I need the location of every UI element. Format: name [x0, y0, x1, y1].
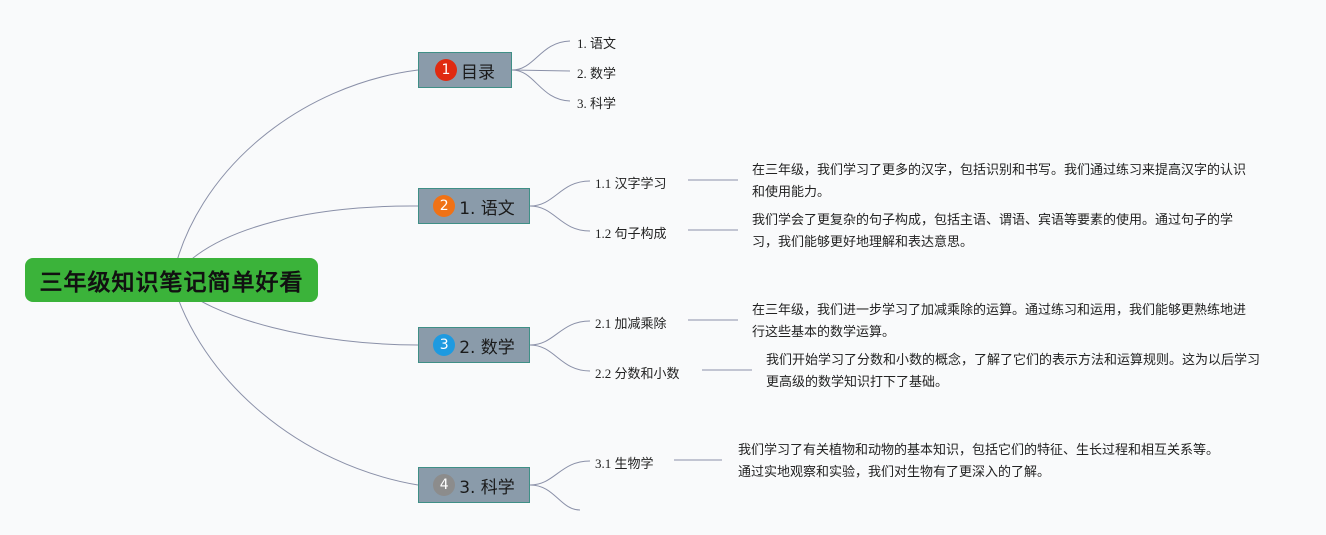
branch-label: 2. 数学: [459, 337, 515, 358]
topic-character-learning[interactable]: 1.1 汉字学习: [595, 176, 667, 191]
branch-math[interactable]: 3 2. 数学: [418, 327, 530, 363]
number-marker-icon: 1: [435, 59, 457, 81]
number-marker-icon: 2: [433, 195, 456, 217]
number-marker-icon: 4: [433, 474, 456, 496]
topic-fractions-decimals[interactable]: 2.2 分数和小数: [595, 366, 680, 381]
root-title: 三年级知识笔记简单好看: [39, 270, 304, 296]
toc-item-science[interactable]: 3. 科学: [577, 96, 617, 111]
detail-biology: 我们学习了有关植物和动物的基本知识，包括它们的特征、生长过程和相互关系等。通过实…: [738, 443, 1220, 480]
branch-label: 3. 科学: [459, 477, 515, 498]
detail-arithmetic: 在三年级，我们进一步学习了加减乘除的运算。通过练习和运用，我们能够更熟练地进行这…: [752, 303, 1247, 340]
branch-science[interactable]: 4 3. 科学: [418, 467, 530, 503]
topic-sentence-structure[interactable]: 1.2 句子构成: [595, 226, 667, 241]
number-marker-icon: 3: [433, 334, 456, 356]
root-topic[interactable]: 三年级知识笔记简单好看: [25, 258, 318, 302]
branch-label: 1. 语文: [459, 198, 515, 219]
toc-item-chinese[interactable]: 1. 语文: [577, 36, 617, 51]
detail-fractions-decimals: 我们开始学习了分数和小数的概念，了解了它们的表示方法和运算规则。这为以后学习更高…: [766, 353, 1261, 390]
topic-arithmetic[interactable]: 2.1 加减乘除: [595, 316, 667, 331]
branch-chinese[interactable]: 2 1. 语文: [418, 188, 530, 224]
detail-character-learning: 在三年级，我们学习了更多的汉字，包括识别和书写。我们通过练习来提高汉字的认识和使…: [752, 163, 1247, 200]
toc-item-math[interactable]: 2. 数学: [577, 66, 617, 81]
branch-label: 目录: [461, 62, 495, 83]
topic-biology[interactable]: 3.1 生物学: [595, 456, 654, 471]
branch-toc[interactable]: 1 目录: [418, 52, 512, 88]
detail-sentence-structure: 我们学会了更复杂的句子构成，包括主语、谓语、宾语等要素的使用。通过句子的学习，我…: [752, 213, 1234, 250]
